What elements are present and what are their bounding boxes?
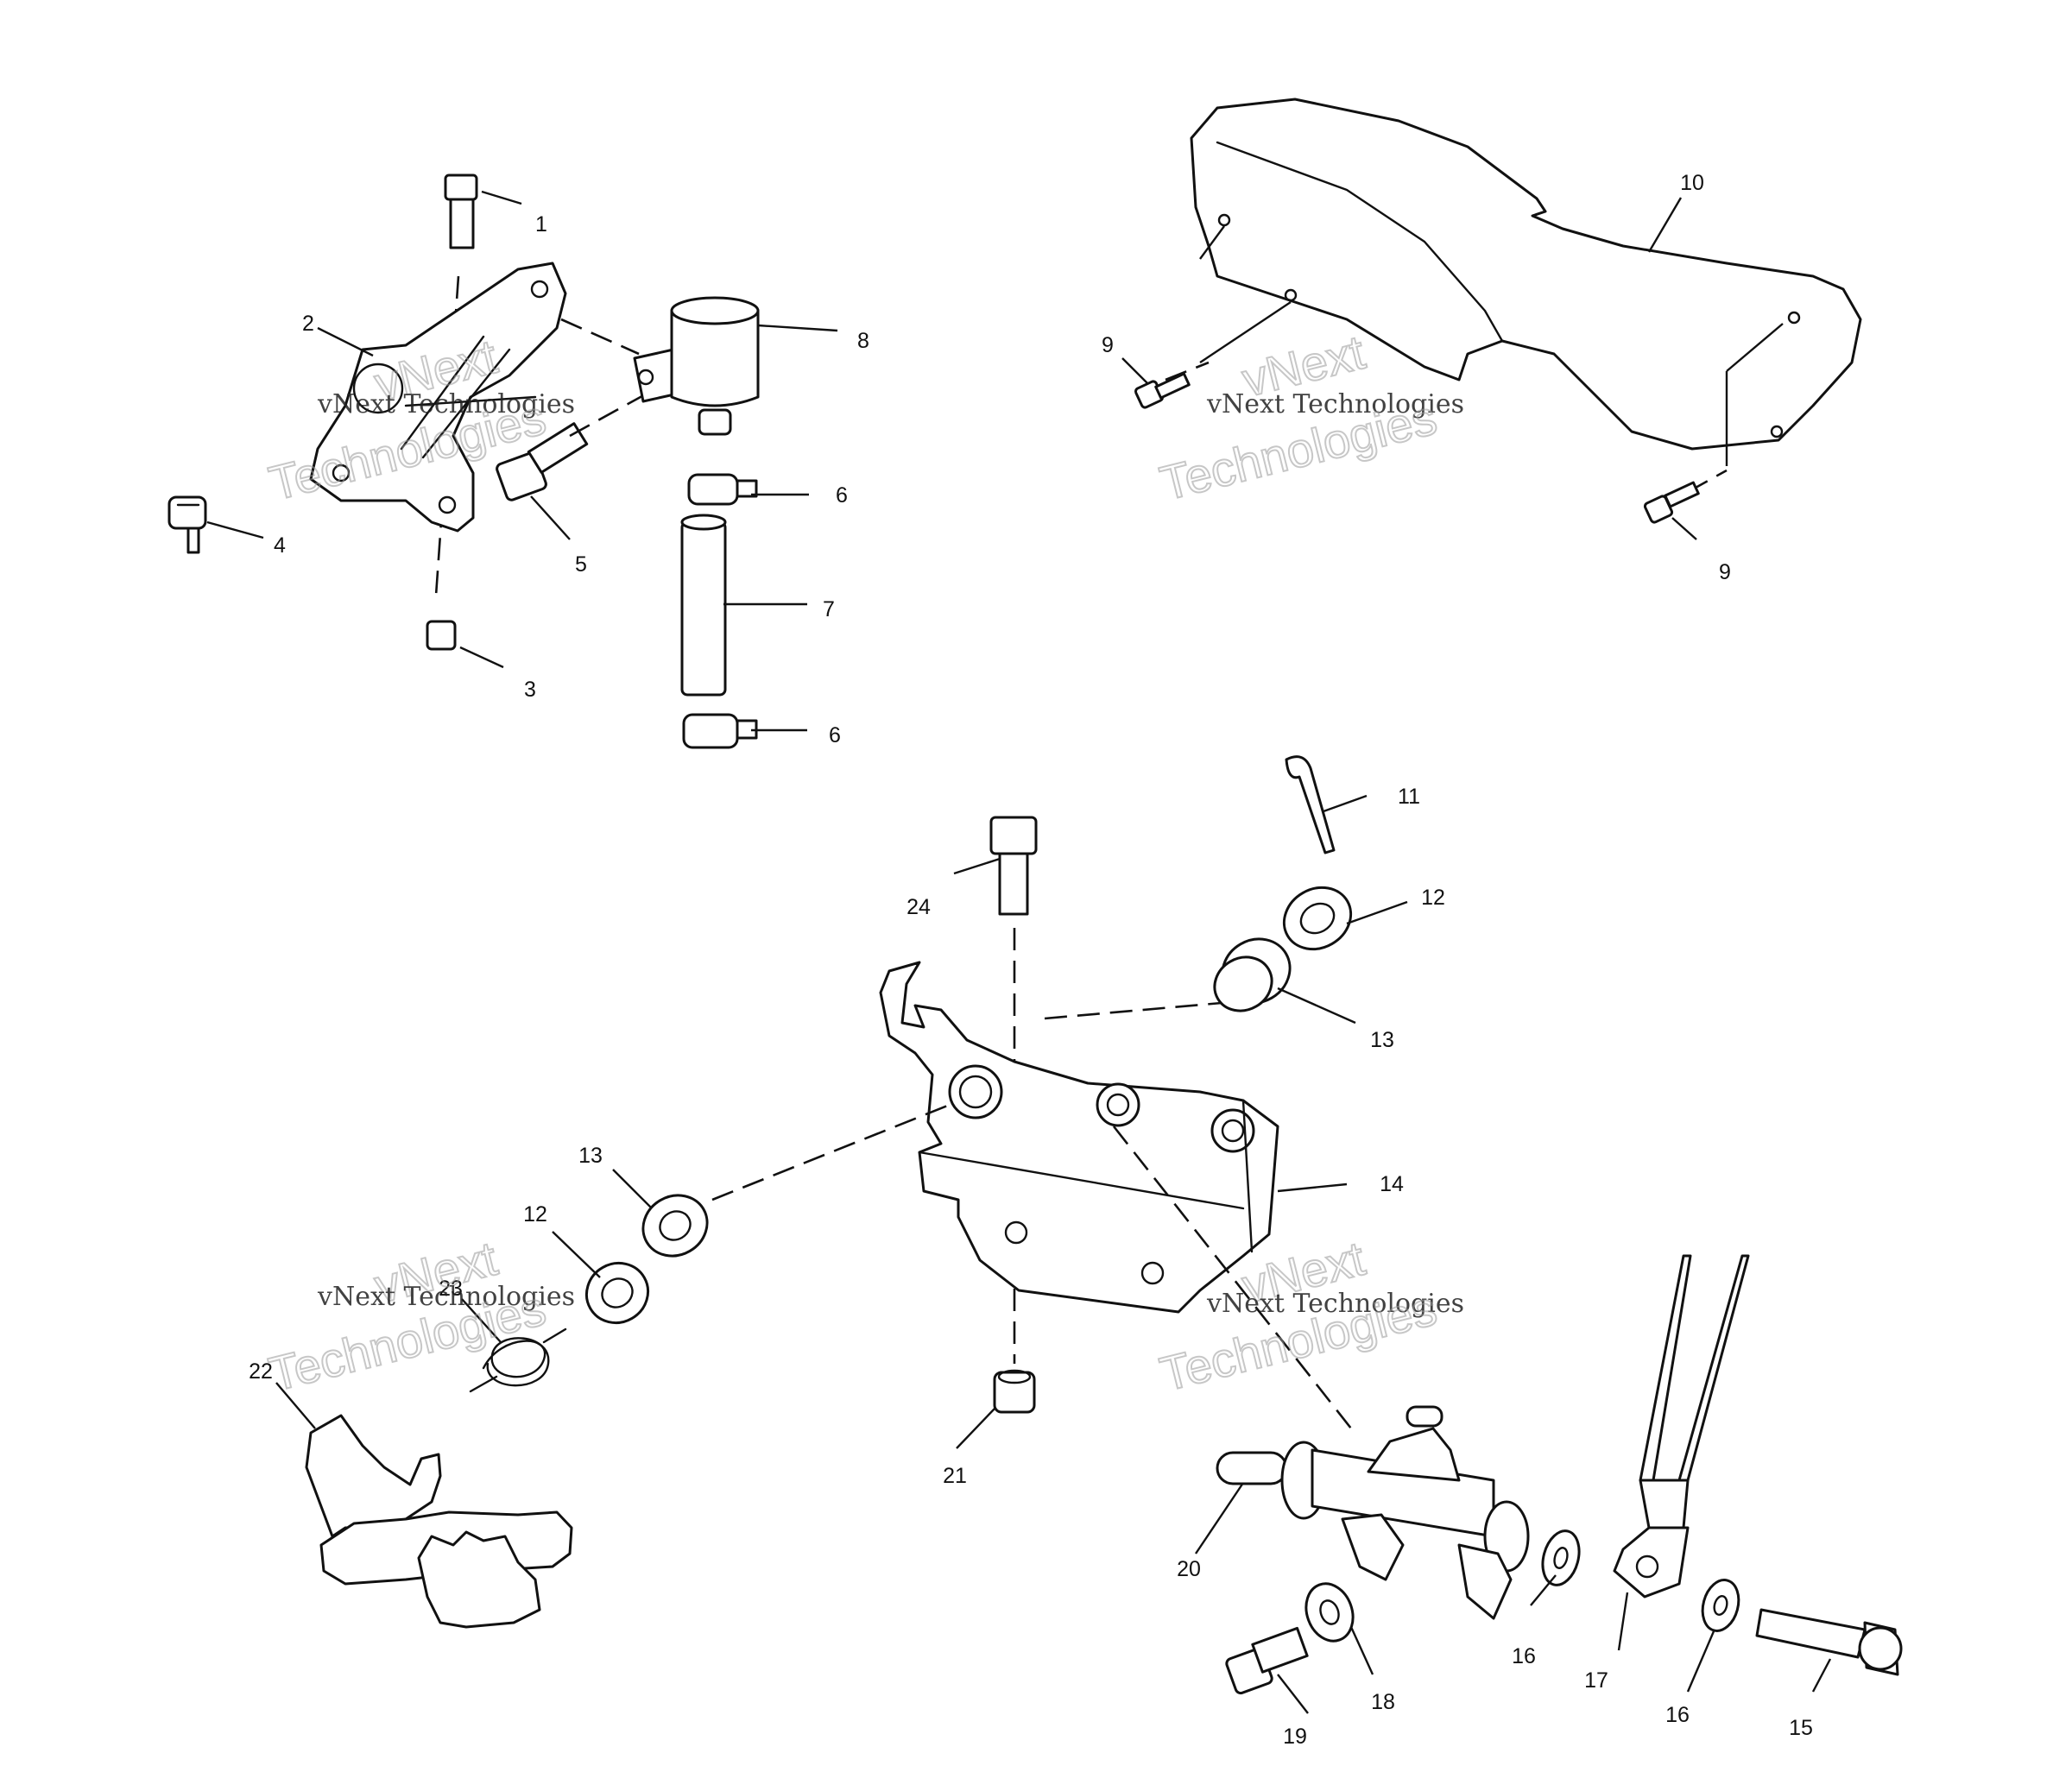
callout-5: 5 bbox=[575, 552, 587, 577]
callout-24: 24 bbox=[906, 895, 931, 919]
washer-part-16-left bbox=[1541, 1529, 1581, 1586]
callout-20: 20 bbox=[1177, 1557, 1201, 1581]
callout-6-upper: 6 bbox=[836, 483, 848, 508]
screw-axis-line-1 bbox=[1165, 361, 1210, 382]
callout-14: 14 bbox=[1380, 1172, 1404, 1196]
callout-6-lower: 6 bbox=[829, 723, 841, 747]
washer-part-12-upper bbox=[1282, 886, 1353, 951]
hose-clamp-part-6-upper bbox=[687, 473, 758, 506]
reservoir-axis-line bbox=[560, 318, 640, 356]
callout-21: 21 bbox=[943, 1464, 967, 1488]
callout-16-right: 16 bbox=[1665, 1703, 1690, 1727]
callout-11: 11 bbox=[1398, 785, 1420, 809]
callout-15: 15 bbox=[1789, 1716, 1813, 1740]
bushing-13-axis-line bbox=[711, 1103, 951, 1201]
callout-2: 2 bbox=[302, 312, 314, 336]
callout-9-right: 9 bbox=[1719, 560, 1731, 584]
bolt-part-1 bbox=[444, 173, 478, 249]
callout-3: 3 bbox=[524, 678, 536, 702]
rod-part-17 bbox=[1613, 1254, 1750, 1599]
callout-12-upper: 12 bbox=[1421, 886, 1445, 910]
callout-18: 18 bbox=[1371, 1690, 1395, 1714]
screw-part-9-left bbox=[1134, 372, 1191, 409]
bracket-part-14 bbox=[879, 961, 1279, 1314]
washer-part-12-lower bbox=[584, 1261, 650, 1325]
callout-16-left: 16 bbox=[1512, 1644, 1536, 1668]
nut-part-21 bbox=[993, 1369, 1036, 1414]
cover-guide-line-3 bbox=[1726, 323, 1784, 372]
hose-clamp-part-6-lower bbox=[682, 713, 758, 749]
cotter-pin-part-11 bbox=[1285, 755, 1336, 854]
cover-part-10 bbox=[1190, 98, 1862, 451]
callout-1: 1 bbox=[535, 212, 547, 236]
bushing-part-13-upper bbox=[1213, 937, 1292, 1012]
pedal-part-22 bbox=[305, 1414, 573, 1629]
bolt-part-15 bbox=[1755, 1608, 1903, 1676]
washer-part-18 bbox=[1304, 1582, 1355, 1643]
reservoir-part-8 bbox=[633, 296, 760, 436]
callout-13-upper: 13 bbox=[1370, 1028, 1394, 1052]
washer-part-16-right bbox=[1701, 1579, 1740, 1632]
watermark-text: vNext Technologies bbox=[317, 389, 575, 419]
hose-part-7 bbox=[680, 514, 727, 697]
clamp-part-4 bbox=[167, 495, 207, 554]
cover-guide-line-2 bbox=[1199, 301, 1292, 363]
cover-guide-line-1 bbox=[1199, 225, 1225, 260]
bushing-part-13-lower bbox=[641, 1194, 709, 1258]
callout-4: 4 bbox=[274, 533, 286, 558]
bushing-axis-line bbox=[1044, 1001, 1222, 1020]
callout-12-lower: 12 bbox=[523, 1202, 547, 1227]
nut-part-3 bbox=[426, 620, 457, 651]
bolt-part-19 bbox=[1225, 1626, 1309, 1695]
callout-10: 10 bbox=[1680, 171, 1704, 195]
leader-lines bbox=[206, 190, 1832, 1714]
pivot-shaft-part-20 bbox=[1216, 1405, 1530, 1620]
callout-labels: 1 2 3 4 5 6 6 7 8 9 9 10 11 12 12 13 13 … bbox=[249, 171, 1813, 1749]
bracket-part-2 bbox=[309, 262, 567, 533]
callout-23: 23 bbox=[439, 1277, 463, 1301]
callout-9-left: 9 bbox=[1102, 333, 1114, 357]
bolt-part-24 bbox=[989, 816, 1038, 916]
callout-22: 22 bbox=[249, 1359, 273, 1384]
callout-8: 8 bbox=[857, 329, 869, 353]
watermark-text: vNext Technologies bbox=[317, 1282, 575, 1312]
spring-part-23 bbox=[469, 1327, 567, 1393]
callout-13-lower: 13 bbox=[578, 1144, 603, 1168]
callout-7: 7 bbox=[823, 597, 835, 621]
callout-19: 19 bbox=[1283, 1725, 1307, 1749]
watermark-text: vNext Technologies bbox=[1206, 389, 1464, 419]
watermark-text: vNext Technologies bbox=[1206, 1289, 1464, 1319]
screw-part-9-right bbox=[1643, 481, 1700, 524]
callout-17: 17 bbox=[1584, 1668, 1608, 1693]
